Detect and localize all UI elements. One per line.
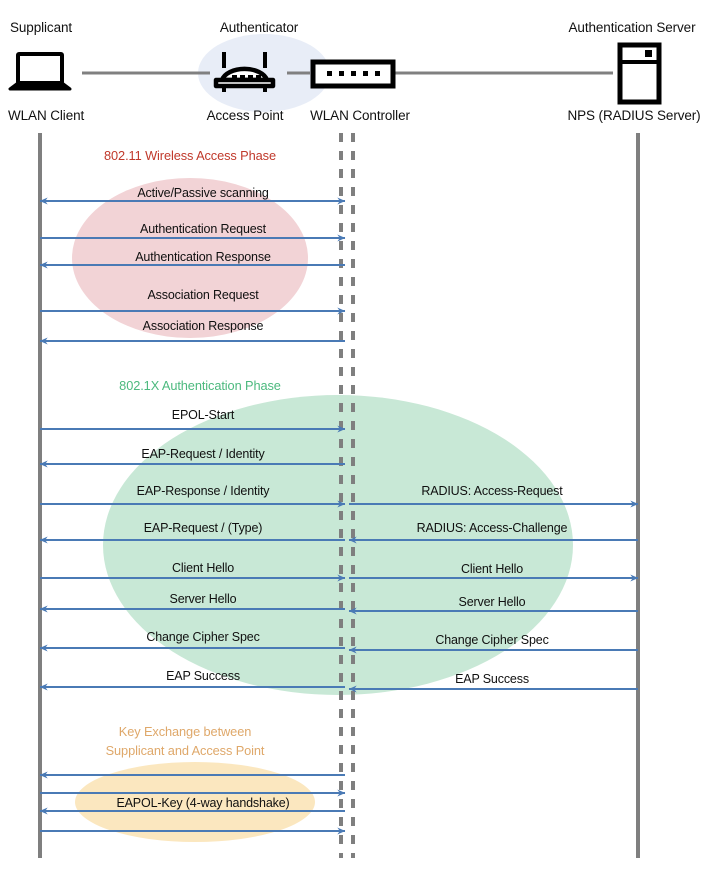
message-label: Server Hello bbox=[169, 592, 237, 606]
actor-role-supplicant: Supplicant bbox=[10, 20, 73, 35]
phase-label-key-exchange-line1: Key Exchange between bbox=[118, 724, 252, 739]
phase-label-key-exchange: Key Exchange between Supplicant and Acce… bbox=[75, 723, 295, 760]
message-label: Authentication Response bbox=[135, 250, 271, 264]
message-label: Association Response bbox=[142, 319, 264, 333]
phase-label-dot1x-auth: 802.1X Authentication Phase bbox=[119, 378, 281, 393]
message-label: EPOL-Start bbox=[171, 408, 235, 422]
message-label: EAP-Request / Identity bbox=[141, 447, 265, 461]
actor-device-nps-radius-server: NPS (RADIUS Server) bbox=[567, 108, 701, 123]
access-point-icon bbox=[213, 52, 276, 92]
message-label: EAP Success bbox=[455, 672, 529, 686]
laptop-icon bbox=[8, 52, 72, 91]
message-label: Client Hello bbox=[171, 561, 235, 575]
phase-ellipse-dot1x-auth bbox=[103, 395, 573, 695]
message-label: Authentication Request bbox=[140, 222, 266, 236]
actor-role-authentication-server: Authentication Server bbox=[568, 20, 696, 35]
actor-role-authenticator: Authenticator bbox=[219, 20, 299, 35]
phase-label-key-exchange-line2: Supplicant and Access Point bbox=[105, 742, 265, 758]
wlan-controller-icon bbox=[310, 59, 396, 89]
message-label: EAP Success bbox=[166, 669, 240, 683]
message-arrows-left bbox=[39, 197, 346, 835]
message-label: RADIUS: Access-Request bbox=[421, 484, 563, 498]
actor-device-access-point: Access Point bbox=[206, 108, 284, 123]
message-label: Server Hello bbox=[458, 595, 526, 609]
phase-ellipse-wireless-access bbox=[72, 178, 308, 338]
message-label: Association Request bbox=[147, 288, 259, 302]
phase-label-wireless-access: 802.11 Wireless Access Phase bbox=[104, 148, 276, 163]
message-label: EAPOL-Key (4-way handshake) bbox=[116, 796, 290, 810]
message-label: Active/Passive scanning bbox=[137, 186, 269, 200]
message-label: Change Cipher Spec bbox=[146, 630, 260, 644]
server-icon bbox=[617, 42, 662, 105]
actor-device-wlan-controller: WLAN Controller bbox=[310, 108, 410, 123]
message-label: EAP-Request / (Type) bbox=[143, 521, 263, 535]
actor-device-wlan-client: WLAN Client bbox=[8, 108, 85, 123]
message-arrows-right bbox=[348, 500, 639, 693]
message-label: EAP-Response / Identity bbox=[136, 484, 270, 498]
message-label: RADIUS: Access-Challenge bbox=[416, 521, 568, 535]
message-label: Client Hello bbox=[460, 562, 524, 576]
phase-ellipse-key-exchange bbox=[75, 762, 315, 842]
message-label: Change Cipher Spec bbox=[435, 633, 549, 647]
